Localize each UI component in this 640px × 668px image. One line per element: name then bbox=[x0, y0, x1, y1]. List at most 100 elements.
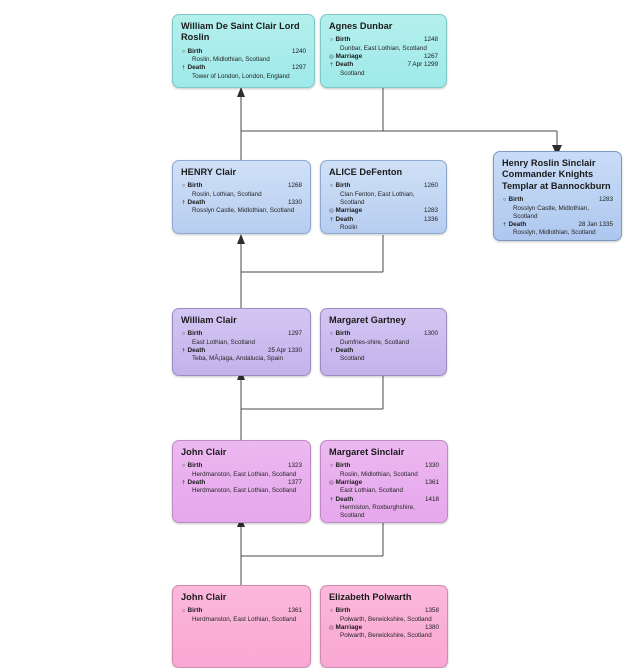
marriage-icon: ◎ bbox=[329, 54, 334, 61]
person-card-elizabeth-polwarth[interactable]: Elizabeth Polwarth ○Birth 1358 Polwarth,… bbox=[320, 585, 448, 668]
event-date: 1330 bbox=[287, 199, 302, 207]
person-card-margaret-sinclair[interactable]: Margaret Sinclair ○Birth 1330 Roslin, Mi… bbox=[320, 440, 448, 523]
person-card-henry-roslin-sinclair[interactable]: Henry Roslin Sinclair Commander Knights … bbox=[493, 151, 622, 241]
person-name: William De Saint Clair Lord Roslin bbox=[181, 21, 300, 43]
event-label: Birth bbox=[187, 462, 203, 470]
event-date: 1300 bbox=[423, 330, 438, 338]
event-place: Herdmanston, East Lothian, Scotland bbox=[192, 470, 297, 478]
person-card-margaret-gartney[interactable]: Margaret Gartney ○Birth 1300 Dumfries-sh… bbox=[320, 308, 447, 376]
death-icon: † bbox=[329, 62, 334, 69]
event-label: Birth bbox=[335, 607, 351, 615]
event-label: Birth bbox=[187, 330, 203, 338]
event-date: 1418 bbox=[424, 495, 439, 503]
person-card-henry-clair[interactable]: HENRY Clair ○Birth 1268 Roslin, Lothian,… bbox=[172, 160, 311, 234]
event-label: Death bbox=[335, 61, 354, 69]
event-date: 1297 bbox=[287, 330, 302, 338]
event-birth: ○Birth 1268 Roslin, Lothian, Scotland bbox=[181, 182, 302, 199]
event-birth: ○Birth 1283 Rosslyn Castle, Midlothian, … bbox=[502, 196, 613, 221]
pedigree-chart: William De Saint Clair Lord Roslin ○Birt… bbox=[172, 14, 622, 668]
event-label: Birth bbox=[508, 196, 524, 204]
person-card-william-clair[interactable]: William Clair ○Birth 1297 East Lothian, … bbox=[172, 308, 311, 376]
birth-icon: ○ bbox=[181, 608, 186, 615]
event-place: East Lothian, Scotland bbox=[192, 338, 256, 346]
event-label: Birth bbox=[187, 607, 203, 615]
event-death: †Death 28 Jan 1335 Rosslyn, Midlothian, … bbox=[502, 221, 613, 238]
event-date: 1377 bbox=[287, 479, 302, 487]
event-birth: ○Birth 1260 Clan Fenton, East Lothian, S… bbox=[329, 182, 438, 207]
event-date: 28 Jan 1335 bbox=[578, 221, 613, 229]
event-place: East Lothian, Scotland bbox=[340, 487, 404, 495]
person-name: John Clair bbox=[181, 592, 227, 602]
death-icon: † bbox=[329, 216, 334, 223]
person-card-john-clair-1323[interactable]: John Clair ○Birth 1323 Herdmanston, East… bbox=[172, 440, 311, 523]
event-date: 1336 bbox=[423, 215, 438, 223]
marriage-icon: ◎ bbox=[329, 480, 334, 487]
event-place: Scotland bbox=[340, 69, 365, 77]
person-name: ALICE DeFenton bbox=[329, 167, 403, 177]
event-date: 1268 bbox=[287, 182, 302, 190]
event-place: Roslin, Midlothian, Scotland bbox=[340, 470, 418, 478]
event-death: †Death 7 Apr 1299 Scotland bbox=[329, 61, 438, 78]
event-death: †Death 1336 Roslin bbox=[329, 216, 438, 233]
event-place: Roslin bbox=[340, 224, 358, 232]
event-marriage: ◎Marriage 1283 bbox=[329, 207, 438, 215]
event-birth: ○Birth 1358 Polwarth, Berwickshire, Scot… bbox=[329, 607, 439, 624]
event-label: Death bbox=[335, 347, 354, 355]
person-card-agnes-dunbar[interactable]: Agnes Dunbar ○Birth 1248 Dunbar, East Lo… bbox=[320, 14, 447, 88]
event-label: Birth bbox=[335, 36, 351, 44]
birth-icon: ○ bbox=[181, 183, 186, 190]
event-place: Herdmanston, East Lothian, Scotland bbox=[192, 487, 297, 495]
marriage-icon: ◎ bbox=[329, 208, 334, 215]
marriage-icon: ◎ bbox=[329, 625, 334, 632]
birth-icon: ○ bbox=[329, 331, 334, 338]
event-place: Hermiston, Roxburghshire, Scotland bbox=[340, 504, 415, 520]
death-icon: † bbox=[329, 496, 334, 503]
event-place: Rosslyn, Midlothian, Scotland bbox=[513, 229, 596, 237]
event-death: †Death 1377 Herdmanston, East Lothian, S… bbox=[181, 479, 302, 496]
person-name: Elizabeth Polwarth bbox=[329, 592, 412, 602]
event-place: Roslin, Midlothian, Scotland bbox=[192, 56, 270, 64]
event-death: †Death 1330 Rosslyn Castle, Midlothian, … bbox=[181, 199, 302, 216]
event-place: Polwarth, Berwickshire, Scotland bbox=[340, 632, 432, 640]
person-name: Henry Roslin Sinclair Commander Knights … bbox=[502, 158, 611, 191]
event-death: †Death 1418 Hermiston, Roxburghshire, Sc… bbox=[329, 496, 439, 521]
event-date: 1358 bbox=[424, 607, 439, 615]
event-birth: ○Birth 1361 Herdmanston, East Lothian, S… bbox=[181, 607, 302, 624]
event-place: Scotland bbox=[340, 355, 365, 363]
person-name: John Clair bbox=[181, 447, 227, 457]
event-place: Teba, MÃ¡laga, Andalucia, Spain bbox=[192, 355, 284, 363]
event-date: 1283 bbox=[423, 207, 438, 215]
event-label: Marriage bbox=[335, 53, 363, 61]
event-date: 1323 bbox=[287, 462, 302, 470]
event-label: Death bbox=[335, 495, 354, 503]
event-date: 1380 bbox=[424, 624, 439, 632]
event-death: †Death 25 Apr 1330 Teba, MÃ¡laga, Andalu… bbox=[181, 347, 302, 364]
event-birth: ○Birth 1330 Roslin, Midlothian, Scotland bbox=[329, 462, 439, 479]
event-date: 1297 bbox=[291, 64, 306, 72]
death-icon: † bbox=[181, 480, 186, 487]
event-date: 7 Apr 1299 bbox=[407, 61, 438, 69]
birth-icon: ○ bbox=[502, 197, 507, 204]
person-card-alice-defenton[interactable]: ALICE DeFenton ○Birth 1260 Clan Fenton, … bbox=[320, 160, 447, 234]
event-label: Death bbox=[187, 479, 206, 487]
person-name: Margaret Gartney bbox=[329, 315, 406, 325]
event-date: 1361 bbox=[287, 607, 302, 615]
birth-icon: ○ bbox=[181, 48, 186, 55]
person-name: Margaret Sinclair bbox=[329, 447, 405, 457]
event-label: Death bbox=[187, 347, 206, 355]
event-death: †Death 1297 Tower of London, London, Eng… bbox=[181, 64, 306, 81]
birth-icon: ○ bbox=[181, 331, 186, 338]
person-card-john-clair-1361[interactable]: John Clair ○Birth 1361 Herdmanston, East… bbox=[172, 585, 311, 668]
person-name: Agnes Dunbar bbox=[329, 21, 393, 31]
event-date: 1260 bbox=[423, 182, 438, 190]
event-marriage: ◎Marriage 1361 East Lothian, Scotland bbox=[329, 479, 439, 496]
person-card-william-de-saint-clair[interactable]: William De Saint Clair Lord Roslin ○Birt… bbox=[172, 14, 315, 88]
event-place: Rosslyn Castle, Midlothian, Scotland bbox=[192, 207, 295, 215]
event-place: Roslin, Lothian, Scotland bbox=[192, 190, 262, 198]
event-label: Marriage bbox=[335, 624, 363, 632]
event-label: Birth bbox=[187, 182, 203, 190]
event-place: Tower of London, London, England bbox=[192, 72, 290, 80]
event-date: 1240 bbox=[291, 47, 306, 55]
arrowhead-to-william-de-saint-clair bbox=[237, 87, 245, 97]
event-place: Dunbar, East Lothian, Scotland bbox=[340, 44, 427, 52]
